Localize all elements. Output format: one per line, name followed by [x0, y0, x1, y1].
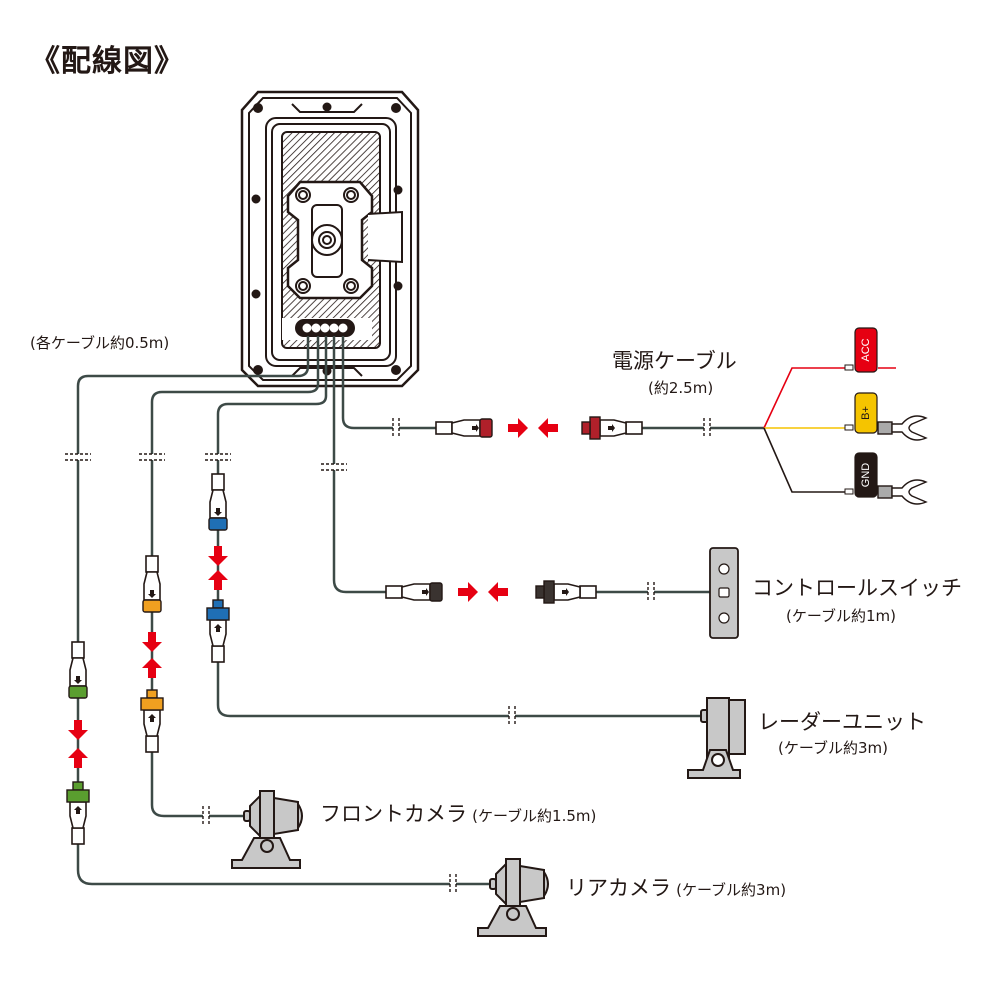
- gnd-tag-text: GND: [860, 463, 872, 488]
- radar-cable-socket: [206, 599, 230, 663]
- bplus-tag-text: B+: [860, 406, 872, 420]
- break-mark: [392, 418, 400, 438]
- gnd-fork-terminal-icon: [877, 479, 928, 505]
- bplus-tag: B+: [854, 392, 878, 434]
- connect-arrow-left: [488, 582, 508, 602]
- connect-arrow-down: [68, 720, 88, 740]
- break-mark: [139, 453, 165, 461]
- connect-arrow-right: [458, 582, 478, 602]
- break-mark: [703, 418, 711, 438]
- radar-unit-length: (ケーブル約3m): [778, 739, 888, 757]
- acc-tag: ACC: [854, 327, 878, 373]
- front-camera-label: フロントカメラ: [320, 802, 467, 826]
- power-cable-length: (約2.5m): [648, 379, 714, 397]
- break-mark: [321, 463, 347, 471]
- control-switch-device: [709, 547, 739, 639]
- connect-arrow-down: [142, 632, 162, 652]
- connect-arrow-down: [208, 546, 228, 566]
- power-unit-plug: [435, 418, 493, 438]
- connectors: [66, 416, 643, 845]
- power-cable-label: 電源ケーブル: [612, 349, 737, 373]
- switch-unit-plug: [385, 582, 443, 602]
- control-switch-label: コントロールスイッチ: [752, 576, 962, 600]
- front-camera-device: [231, 790, 303, 869]
- break-mark: [202, 806, 210, 826]
- connect-arrow-up: [68, 748, 88, 768]
- home-icon: [718, 612, 730, 624]
- acc-wire: [763, 367, 848, 429]
- break-mark: [647, 582, 655, 602]
- radar-cable: [216, 336, 706, 718]
- rear-camera-cable: [76, 336, 490, 886]
- radar-unit-plug: [208, 473, 228, 531]
- diagram-title: 《配線図》: [30, 44, 185, 79]
- connect-arrow-right: [508, 418, 528, 438]
- rear-camera-label: リアカメラ: [566, 876, 671, 900]
- power-cable-main: [341, 336, 438, 430]
- acc-tag-text: ACC: [860, 338, 872, 361]
- control-switch-length: (ケーブル約1m): [786, 607, 896, 625]
- cable-length-note: (各ケーブル約0.5m): [30, 334, 170, 352]
- front-camera-caption: フロントカメラ (ケーブル約1.5m): [320, 798, 596, 828]
- connect-arrow-up: [208, 570, 228, 590]
- cables: [76, 336, 764, 886]
- front-camera-unit-plug: [142, 555, 162, 613]
- bplus-fork-terminal-icon: [877, 415, 928, 441]
- break-mark: [508, 706, 516, 726]
- break-mark: [449, 874, 457, 894]
- rear-camera-cable-socket: [66, 781, 90, 845]
- main-unit: [240, 90, 420, 388]
- radar-unit-device: [687, 697, 746, 779]
- rear-camera-device: [477, 858, 549, 937]
- break-mark: [205, 453, 231, 461]
- rear-camera-length: (ケーブル約3m): [676, 881, 787, 899]
- connect-arrow-up: [142, 658, 162, 678]
- camera-icon: [718, 587, 730, 598]
- front-camera-cable: [150, 336, 320, 818]
- power-cable-socket: [581, 416, 643, 440]
- break-mark: [65, 453, 91, 461]
- power-branch: [763, 367, 896, 493]
- rear-camera-unit-plug: [68, 641, 88, 699]
- connect-arrow-left: [538, 418, 558, 438]
- gnd-wire: [763, 427, 848, 493]
- switch-cable: [332, 336, 390, 594]
- radar-unit-label: レーダーユニット: [758, 710, 926, 734]
- break-marks: [65, 418, 711, 894]
- front-camera-length: (ケーブル約1.5m): [472, 807, 597, 825]
- switch-cable-socket: [535, 580, 597, 604]
- rear-camera-caption: リアカメラ (ケーブル約3m): [566, 872, 786, 902]
- front-camera-cable-socket: [140, 689, 164, 753]
- gnd-tag: GND: [854, 452, 878, 498]
- rotate-icon: [718, 563, 730, 575]
- power-tags: ACC B+ GND: [844, 327, 928, 505]
